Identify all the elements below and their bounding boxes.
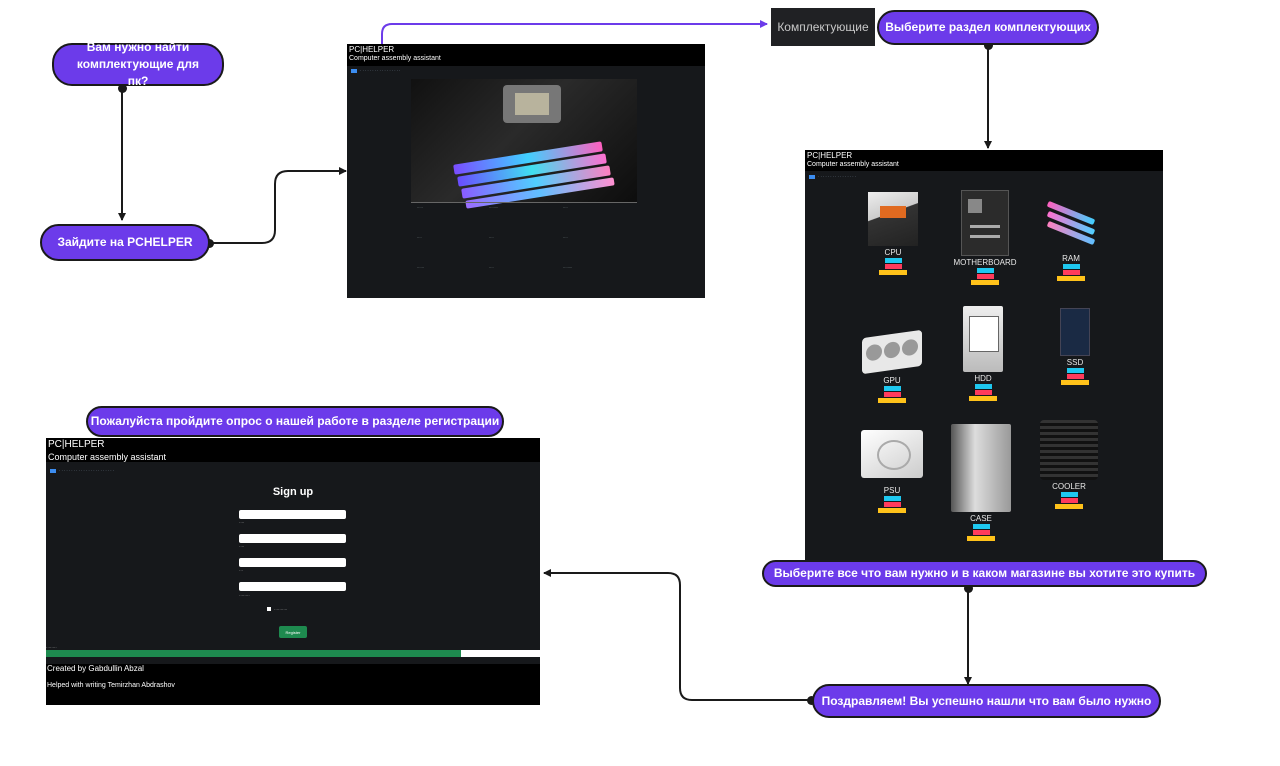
signup-screenshot: PC|HELPER Computer assembly assistant · … bbox=[46, 438, 540, 705]
site-brand: PC|HELPER bbox=[349, 45, 395, 54]
repeat-password-field[interactable] bbox=[239, 582, 346, 591]
cpu-image bbox=[868, 192, 918, 246]
footer-helped-by: Helped with writing Temirzhan Abdrashov bbox=[47, 682, 175, 689]
part-cooler[interactable]: COOLER bbox=[1037, 420, 1101, 510]
part-label: RAM bbox=[1062, 254, 1080, 263]
part-gpu[interactable]: GPU bbox=[857, 326, 927, 404]
step-visit-pchelper: Зайдите на PCHELPER bbox=[40, 224, 210, 261]
store-tag[interactable] bbox=[967, 536, 995, 541]
edge-site-to-tab bbox=[381, 20, 768, 62]
connector-dot bbox=[118, 84, 127, 93]
part-label: CPU bbox=[884, 248, 902, 257]
connector-dot bbox=[984, 41, 993, 50]
site-subtitle: Computer assembly assistant bbox=[349, 55, 441, 62]
signup-title: Sign up bbox=[272, 486, 314, 498]
part-motherboard[interactable]: MOTHERBOARD bbox=[947, 190, 1023, 286]
store-tag[interactable] bbox=[1062, 264, 1080, 269]
edge-visit-to-site bbox=[210, 167, 347, 244]
name-field[interactable] bbox=[239, 510, 346, 519]
progress-fill bbox=[46, 650, 461, 657]
site-nav[interactable]: · · · · · · · · · · · · · · · · · bbox=[351, 68, 400, 73]
home-screenshot: PC|HELPER Computer assembly assistant · … bbox=[347, 44, 705, 298]
edge-congrats-to-signup bbox=[543, 569, 812, 701]
part-label: HDD bbox=[974, 374, 992, 383]
store-tag[interactable] bbox=[974, 390, 992, 395]
store-tag[interactable] bbox=[1055, 504, 1083, 509]
store-tag[interactable] bbox=[1057, 276, 1085, 281]
part-label: GPU bbox=[883, 376, 901, 385]
store-tag[interactable] bbox=[884, 264, 902, 269]
site-subtitle: Computer assembly assistant bbox=[807, 161, 899, 168]
part-cpu[interactable]: CPU bbox=[863, 192, 923, 276]
gpu-image bbox=[862, 329, 922, 375]
part-label: PSU bbox=[883, 486, 901, 495]
store-tag[interactable] bbox=[883, 386, 901, 391]
store-tag[interactable] bbox=[878, 398, 906, 403]
connector-dot bbox=[964, 584, 973, 593]
cooler-image bbox=[1040, 420, 1098, 480]
store-tag[interactable] bbox=[976, 268, 994, 273]
store-tag[interactable] bbox=[883, 392, 901, 397]
newsletter-checkbox[interactable] bbox=[267, 607, 271, 611]
part-ssd[interactable]: SSD bbox=[1045, 308, 1105, 386]
step-congrats: Поздравляем! Вы успешно нашли что вам бы… bbox=[812, 684, 1161, 718]
store-tag[interactable] bbox=[1060, 492, 1078, 497]
store-tag[interactable] bbox=[884, 258, 902, 263]
store-tag[interactable] bbox=[1062, 270, 1080, 275]
part-psu[interactable]: PSU bbox=[857, 428, 927, 514]
store-tag[interactable] bbox=[1060, 498, 1078, 503]
progress-track bbox=[46, 650, 540, 657]
store-tag[interactable] bbox=[972, 530, 990, 535]
part-label: MOTHERBOARD bbox=[953, 258, 1017, 267]
catalog-screenshot: PC|HELPER Computer assembly assistant · … bbox=[805, 150, 1163, 560]
store-tag[interactable] bbox=[969, 396, 997, 401]
part-label: CASE bbox=[970, 514, 992, 523]
site-subtitle: Computer assembly assistant bbox=[48, 452, 167, 462]
part-label: SSD bbox=[1066, 358, 1084, 367]
site-nav[interactable]: · · · · · · · · · · · · · · · · bbox=[809, 174, 856, 179]
password-field[interactable] bbox=[239, 558, 346, 567]
store-tag[interactable] bbox=[879, 270, 907, 275]
store-tag[interactable] bbox=[1061, 380, 1089, 385]
footer-created-by: Created by Gabdullin Abzal bbox=[47, 664, 144, 673]
hdd-image bbox=[963, 306, 1003, 372]
site-brand: PC|HELPER bbox=[807, 151, 853, 160]
step-survey: Пожалуйста пройдите опрос о нашей работе… bbox=[86, 406, 504, 437]
store-tag[interactable] bbox=[976, 274, 994, 279]
store-tag[interactable] bbox=[971, 280, 999, 285]
store-tag[interactable] bbox=[1066, 374, 1084, 379]
ram-image bbox=[1044, 196, 1098, 252]
register-button[interactable]: Register bbox=[279, 626, 307, 638]
components-tab[interactable]: Комплектующие bbox=[771, 8, 875, 46]
psu-image bbox=[861, 430, 923, 478]
footer: Created by Gabdullin Abzal Helped with w… bbox=[46, 664, 540, 705]
hero-image bbox=[411, 79, 637, 209]
site-nav[interactable]: · · · · · · · · · · · · · · · · · · · · … bbox=[50, 468, 114, 473]
part-ram[interactable]: RAM bbox=[1039, 196, 1103, 282]
store-tag[interactable] bbox=[1066, 368, 1084, 373]
connector-dot bbox=[807, 696, 816, 705]
step-need-parts: Вам нужно найти комплектующие для пк? bbox=[52, 40, 224, 88]
motherboard-image bbox=[961, 190, 1009, 256]
case-image bbox=[951, 424, 1011, 512]
part-hdd[interactable]: HDD bbox=[953, 306, 1013, 402]
email-field[interactable] bbox=[239, 534, 346, 543]
step-select-store: Выберите все что вам нужно и в каком маг… bbox=[762, 560, 1207, 587]
ssd-image bbox=[1060, 308, 1090, 356]
part-label: COOLER bbox=[1052, 482, 1086, 491]
store-tag[interactable] bbox=[972, 524, 990, 529]
store-tag[interactable] bbox=[883, 502, 901, 507]
step-choose-section: Выберите раздел комплектующих bbox=[877, 10, 1099, 45]
store-tag[interactable] bbox=[883, 496, 901, 501]
part-case[interactable]: CASE bbox=[943, 424, 1019, 542]
site-brand: PC|HELPER bbox=[48, 439, 105, 450]
store-tag[interactable] bbox=[878, 508, 906, 513]
store-tag[interactable] bbox=[974, 384, 992, 389]
